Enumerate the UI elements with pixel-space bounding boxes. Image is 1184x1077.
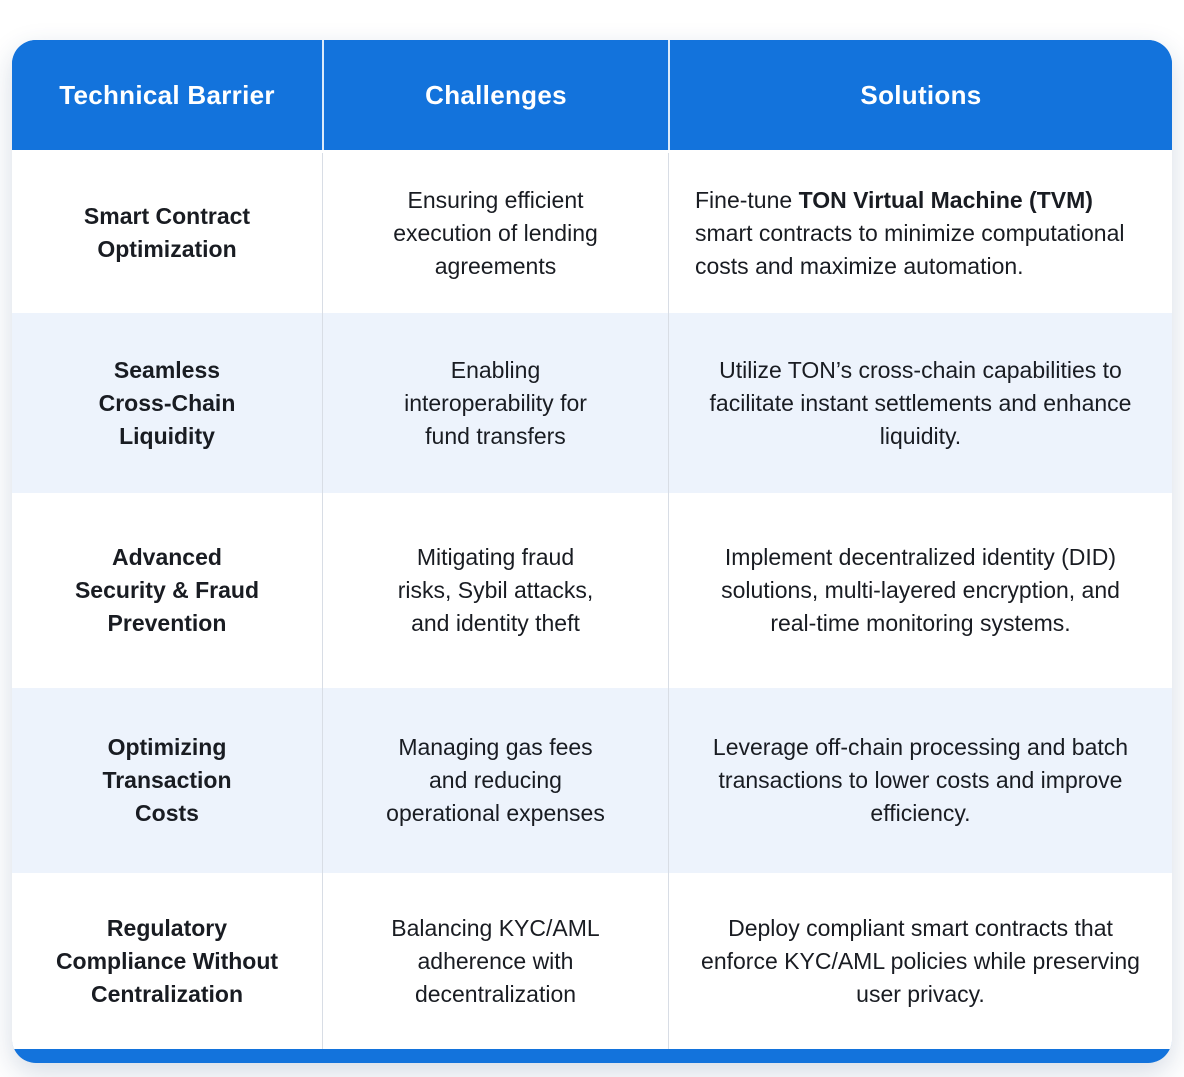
solution-cell: Utilize TON’s cross-chain capabilities t… (668, 313, 1172, 493)
barrier-cell: Smart Contract Optimization (83, 203, 251, 262)
barrier-cell: Optimizing Transaction Costs (102, 734, 232, 826)
barrier-cell: Advanced Security & Fraud Prevention (74, 544, 260, 636)
header-challenges: Challenges (322, 40, 668, 150)
table-row: Smart Contract Optimization Ensuring effi… (12, 153, 1172, 313)
solution-cell: Implement decentralized identity (DID) s… (668, 493, 1172, 688)
challenge-cell: Ensuring efficient execution of lending … (322, 153, 668, 313)
challenge-cell: Managing gas fees and reducing operation… (322, 688, 668, 873)
solution-cell: Leverage off-chain processing and batch … (668, 688, 1172, 873)
table-row: Optimizing Transaction Costs Managing gas… (12, 688, 1172, 873)
table-row: Seamless Cross-Chain Liquidity Enabling i… (12, 313, 1172, 493)
header-solutions: Solutions (668, 40, 1172, 150)
solution-cell: Deploy compliant smart contracts that en… (668, 873, 1172, 1049)
barrier-cell: Regulatory Compliance Without Centraliza… (55, 914, 279, 1007)
challenge-cell: Mitigating fraud risks, Sybil attacks, a… (322, 493, 668, 688)
table-row: Regulatory Compliance Without Centraliza… (12, 873, 1172, 1049)
barrier-cell: Seamless Cross-Chain Liquidity (98, 356, 236, 449)
table-body: Smart Contract Optimization Ensuring effi… (12, 150, 1172, 1049)
challenge-cell: Balancing KYC/AML adherence with decentr… (322, 873, 668, 1049)
header-technical-barrier: Technical Barrier (59, 79, 275, 110)
comparison-table: Technical Barrier Challenges Solutions S… (12, 40, 1172, 1063)
table-header-row: Technical Barrier Challenges Solutions (12, 40, 1172, 150)
table-row: Advanced Security & Fraud Prevention Miti… (12, 493, 1172, 688)
challenge-cell: Enabling interoperability for fund trans… (322, 313, 668, 493)
solution-cell: Fine-tune TON Virtual Machine (TVM) smar… (668, 153, 1172, 313)
